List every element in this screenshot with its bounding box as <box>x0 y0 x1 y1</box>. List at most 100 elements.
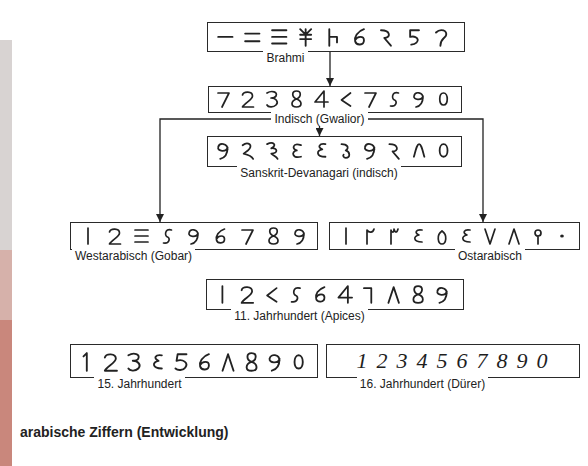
numeral-glyph <box>218 93 229 107</box>
numeral-glyph <box>342 93 351 106</box>
numeral-glyph <box>437 288 447 303</box>
numeral-glyph <box>87 228 89 244</box>
numeral-glyph <box>345 228 347 244</box>
numeral-glyph <box>105 354 117 370</box>
numeral-glyph <box>436 30 446 46</box>
numeral-glyph <box>414 144 425 157</box>
photo-edge <box>0 250 12 320</box>
numeral-glyph <box>329 29 337 46</box>
derivation-arrow <box>329 52 330 86</box>
numeral-box: Ostarabisch <box>329 222 580 250</box>
numeral-glyph <box>389 144 398 159</box>
numeral-glyph <box>410 30 419 44</box>
numeral-glyph <box>292 91 301 107</box>
apices-glyphs <box>222 286 446 303</box>
numeral-glyph <box>295 355 303 368</box>
numeral-glyph <box>342 144 350 158</box>
numeral-glyph <box>243 143 253 158</box>
caption: arabische Ziffern (Entwicklung) <box>20 424 228 441</box>
numeral-box: 15. Jahrhundert <box>70 344 318 378</box>
numeral-box: 123456789016. Jahrhundert (Dürer) <box>326 344 580 378</box>
numeral-glyph <box>293 144 301 157</box>
gwalior-glyphs <box>218 91 447 107</box>
numeral-glyph <box>200 354 209 369</box>
numeral-glyph <box>267 92 277 107</box>
numeral-glyph <box>267 288 276 302</box>
numeral-glyph <box>242 230 253 244</box>
numeral-glyph <box>218 144 228 159</box>
numeral-glyph <box>164 230 172 243</box>
numeral-glyph <box>175 354 186 370</box>
numeral-box: Westarabisch (Gobar) <box>70 222 318 250</box>
numeral-glyph <box>318 144 326 157</box>
numeral-glyph <box>391 229 398 244</box>
numeral-glyph <box>292 288 300 302</box>
numeral-glyph <box>316 287 325 302</box>
numeral-glyph <box>267 143 278 159</box>
numeral-glyph <box>315 91 328 107</box>
numeral-glyph <box>338 286 352 303</box>
numeral-glyph <box>272 30 286 43</box>
numeral-glyph <box>300 29 311 46</box>
brahmi-glyphs <box>218 29 446 46</box>
numeral-glyph <box>367 229 374 244</box>
numeral-glyph <box>438 231 446 244</box>
numeral-row: 1234567890 <box>357 348 557 374</box>
numeral-glyph <box>391 93 399 106</box>
numeral-box: Brahmi <box>207 22 465 52</box>
numeral-glyph <box>364 288 371 303</box>
numeral-glyph <box>247 353 257 371</box>
numeral-glyph <box>485 229 495 244</box>
numeral-glyph <box>154 355 162 368</box>
numeral-glyph <box>381 30 391 45</box>
numeral-glyph <box>440 144 448 157</box>
numeral-glyph <box>245 34 259 42</box>
numeral-box: Indisch (Gwalior) <box>208 86 462 113</box>
numeral-glyph <box>535 230 541 244</box>
devanagari-glyphs <box>218 143 447 159</box>
numeral-glyph <box>388 287 399 303</box>
numeral-glyph <box>242 287 254 303</box>
numeral-glyph <box>216 229 224 243</box>
photo-edge <box>0 40 12 466</box>
script-label: 16. Jahrhundert (Dürer) <box>357 377 488 391</box>
numeral-glyph <box>355 29 364 44</box>
photo-edge <box>0 320 12 466</box>
numeral-glyph <box>84 353 87 371</box>
numeral-glyph <box>222 286 224 303</box>
numeral-box: 11. Jahrhundert (Apices) <box>206 279 464 310</box>
15th-century-glyphs <box>84 353 303 371</box>
numeral-glyph <box>189 230 198 244</box>
script-label: Ostarabisch <box>455 249 525 263</box>
numeral-box: Sanskrit-Devanagari (indisch) <box>207 136 462 167</box>
numeral-glyph <box>218 36 232 38</box>
numeral-glyph <box>295 230 304 244</box>
script-label: 11. Jahrhundert (Apices) <box>231 309 368 323</box>
numeral-glyph <box>270 355 280 371</box>
numeral-glyph <box>413 286 422 303</box>
script-label: 15. Jahrhundert <box>94 377 184 391</box>
numeral-glyph <box>365 144 375 159</box>
numeral-glyph <box>135 230 148 242</box>
numeral-glyph <box>561 235 563 237</box>
numeral-glyph <box>415 230 422 242</box>
eastarabic-glyphs <box>346 228 563 244</box>
script-label: Brahmi <box>263 51 307 65</box>
numeral-glyph <box>269 228 278 244</box>
numeral-glyph <box>463 230 470 242</box>
script-label: Westarabisch (Gobar) <box>72 249 195 263</box>
numeral-glyph <box>223 354 234 371</box>
numeral-glyph <box>243 92 254 107</box>
westarabic-glyphs <box>88 228 304 244</box>
numeral-glyph <box>509 229 519 244</box>
numeral-glyph <box>110 229 121 244</box>
numeral-glyph <box>414 93 423 107</box>
script-label: Indisch (Gwalior) <box>271 112 367 126</box>
numeral-glyph <box>365 93 376 107</box>
script-label: Sanskrit-Devanagari (indisch) <box>237 166 400 180</box>
numeral-glyph <box>128 354 139 371</box>
numeral-glyph <box>440 93 448 105</box>
